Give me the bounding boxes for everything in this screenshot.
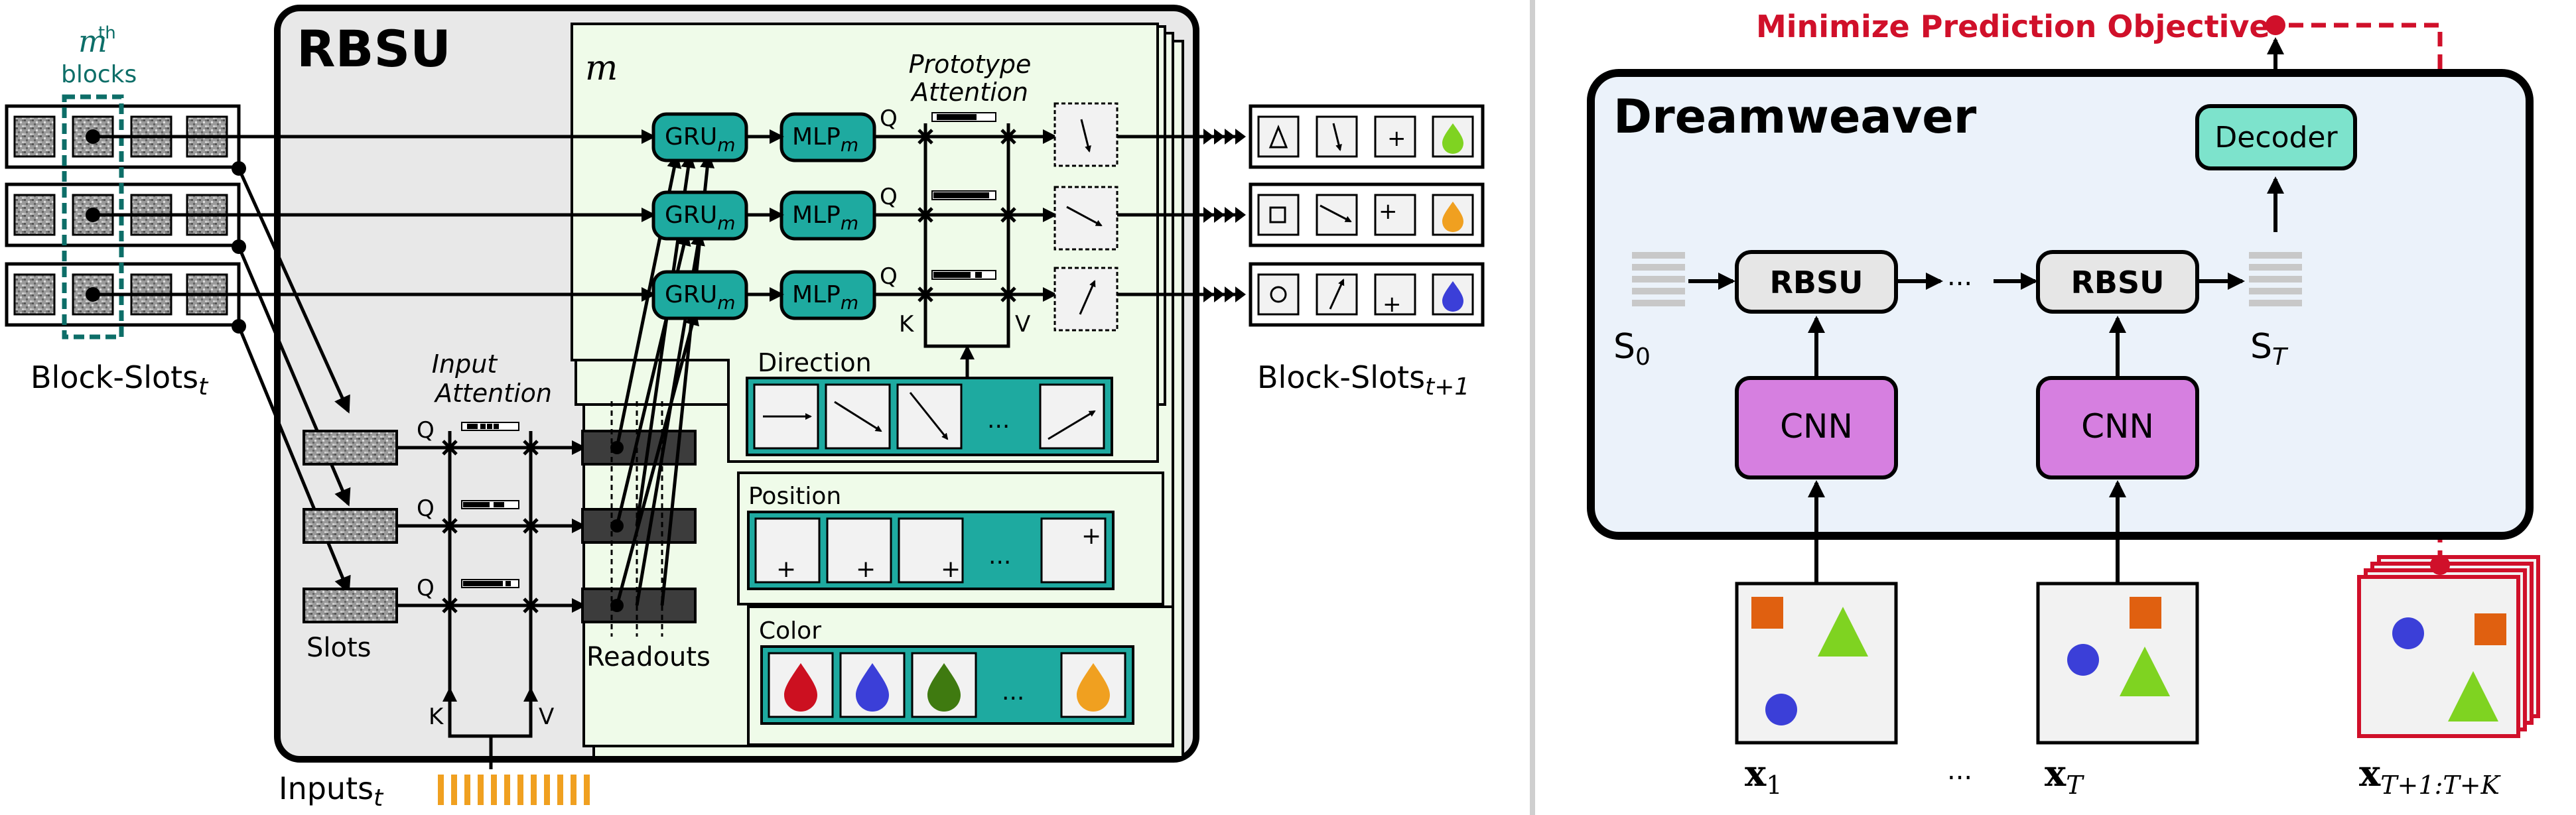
frame-xT: [2036, 582, 2199, 745]
mth-block-highlight: [62, 94, 124, 340]
target-frames: [2357, 555, 2540, 738]
module-m-label: m: [585, 48, 618, 88]
input-attn-q1: Q: [417, 417, 435, 444]
input-attention-crosses: [442, 440, 539, 613]
rbsu-panel: RBSU m m th blocks: [5, 5, 1485, 812]
rbsu-block-2-label: RBSU: [2071, 265, 2165, 300]
block-slots-left: [5, 94, 241, 340]
input-attention-weights: [461, 422, 519, 588]
svg-text:+: +: [856, 556, 876, 583]
position-label: Position: [748, 483, 841, 510]
gru-label-3: GRUm: [665, 281, 736, 314]
svg-text:+: +: [1081, 523, 1101, 550]
proto-attn-q3: Q: [880, 263, 898, 290]
direction-label: Direction: [758, 348, 872, 377]
position-ellipsis: ...: [988, 542, 1011, 570]
block-slots-left-label: Block-Slotst: [31, 359, 209, 401]
proto-attn-v: V: [1015, 311, 1030, 338]
cnn-block-1-label: CNN: [1780, 407, 1853, 446]
s0-label: S0: [1613, 327, 1651, 371]
sT-label: ST: [2250, 327, 2289, 371]
prototype-attention-crosses: [917, 129, 1016, 302]
inputs-bar: [438, 775, 590, 805]
input-attention-label-1: Input: [432, 349, 498, 379]
gru-to-mlp-arrows: [746, 129, 784, 302]
color-prototypes: ...: [760, 645, 1134, 725]
output-arrowheads: [1203, 129, 1246, 302]
xK-label: xT+1:T+K: [2359, 752, 2502, 800]
x1-label: x1: [1745, 752, 1782, 800]
block-slots-right: + + +: [1249, 104, 1485, 327]
input-attn-k: K: [429, 704, 444, 730]
target-dot: [2430, 555, 2450, 575]
sT-stack: [2249, 252, 2302, 306]
objective-label: Minimize Prediction Objective: [1756, 9, 2270, 44]
input-attn-q3: Q: [417, 575, 435, 601]
input-attention-grid: [397, 431, 586, 769]
mlp-label-2: MLPm: [792, 202, 858, 234]
main-flow-lines: [93, 129, 656, 302]
dreamweaver-panel: Minimize Prediction Objective Dreamweave…: [1587, 9, 2540, 800]
color-ellipsis: ...: [1002, 678, 1024, 706]
s0-stack: [1632, 252, 1685, 306]
prototype-outputs: [1053, 102, 1119, 332]
proto-attn-q2: Q: [880, 184, 898, 210]
svg-text:+: +: [1387, 125, 1406, 152]
color-label: Color: [759, 617, 821, 645]
rbsu-block-1-label: RBSU: [1770, 265, 1864, 300]
gru-label-2: GRUm: [665, 202, 736, 234]
rbsu-title: RBSU: [297, 19, 451, 78]
dreamweaver-title: Dreamweaver: [1613, 90, 1977, 144]
frames-dots: ...: [1947, 755, 1972, 786]
frame-x1: [1735, 582, 1898, 745]
svg-text:+: +: [1379, 198, 1398, 225]
decoder-box: [2195, 104, 2357, 170]
cnn-block-2-label: CNN: [2081, 407, 2154, 446]
inputs-label: Inputst: [279, 771, 384, 812]
rbsu-chain-dots: ...: [1947, 261, 1972, 292]
input-attention-label-2: Attention: [433, 379, 552, 408]
mth-blocks-sup: th: [98, 23, 116, 43]
block-slots-right-label: Block-Slotst+1: [1257, 359, 1469, 401]
mlp-label-3: MLPm: [792, 281, 858, 314]
prototype-attention-label-1: Prototype: [909, 50, 1032, 79]
readouts-label: Readouts: [586, 642, 711, 672]
prototype-attention-label-2: Attention: [910, 78, 1028, 107]
xT-label: xT: [2045, 752, 2084, 800]
mth-blocks-label: blocks: [61, 61, 137, 88]
mth-blocks-m: m: [78, 23, 107, 59]
mlp-label-1: MLPm: [792, 123, 858, 156]
svg-text:+: +: [941, 556, 961, 583]
direction-ellipsis: ...: [987, 407, 1010, 434]
input-attn-v: V: [539, 704, 554, 730]
prototype-attention-weights: [931, 112, 996, 280]
input-attn-q2: Q: [417, 495, 435, 522]
slots-label: Slots: [306, 633, 372, 663]
decoder-label: Decoder: [2214, 121, 2338, 155]
proto-attn-q1: Q: [880, 105, 898, 132]
proto-attn-k: K: [899, 311, 915, 338]
direction-prototypes: ...: [746, 377, 1113, 456]
svg-text:+: +: [776, 556, 796, 583]
svg-text:+: +: [1383, 291, 1402, 318]
slots: [303, 430, 398, 623]
gru-label-1: GRUm: [665, 123, 736, 156]
prototype-attention-grid: [874, 123, 1057, 377]
position-prototypes: + + + ... +: [747, 511, 1115, 590]
objective-dot: [2266, 15, 2285, 35]
